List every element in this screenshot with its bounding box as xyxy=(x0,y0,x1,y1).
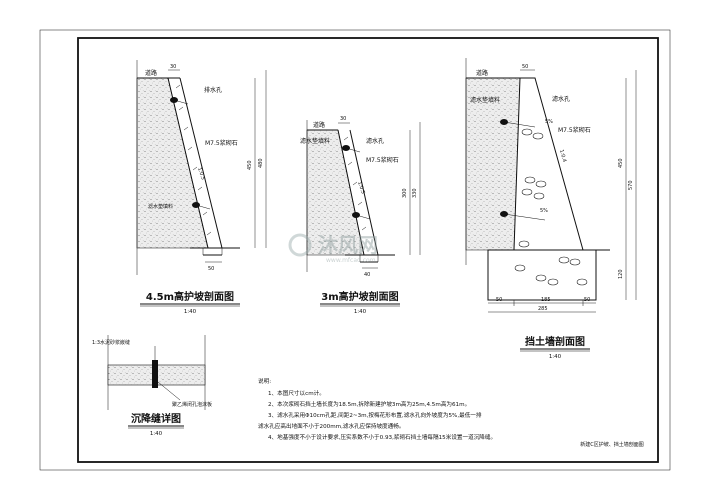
section-slope-45: 道路 30 排水孔 M7.5浆砌石 1:0.5 滤水垫填料 450 480 50… xyxy=(136,60,267,315)
joint-seal xyxy=(152,360,158,388)
label-top-width: 30 xyxy=(340,116,346,122)
label-height-outer: 330 xyxy=(412,188,418,198)
label-base-height: 120 xyxy=(618,269,624,279)
note-item: 1、本图尺寸以cm计。 xyxy=(268,389,325,397)
label-grade: 1:0.5 xyxy=(356,181,366,195)
title-slope-45: 4.5m高护坡剖面图 xyxy=(146,290,234,303)
section-slope-3: 道路 30 滤水垫填料 滤水孔 M7.5浆砌石 1:0.5 300 330 40… xyxy=(300,116,421,315)
label-masonry: M7.5浆砌石 xyxy=(205,139,238,147)
label-filter: 滤水垫填料 xyxy=(148,203,173,210)
label-board: 聚乙烯闭孔泡沫板 xyxy=(172,401,212,408)
label-height-inner: 300 xyxy=(402,188,408,198)
label-grade: 1:0.4 xyxy=(558,149,567,163)
watermark-text: 沐风网 xyxy=(318,233,378,257)
label-road: 道路 xyxy=(145,69,157,77)
label-base-width: 50 xyxy=(208,266,214,272)
label-dim-total: 285 xyxy=(538,306,548,312)
title-block-name: 新建C区护坡、挡土墙剖面图 xyxy=(580,441,644,448)
label-slope-b: 5% xyxy=(540,208,548,214)
title-slope-3: 3m高护坡剖面图 xyxy=(321,290,398,303)
wall-body xyxy=(513,77,584,251)
scale-slope-3: 1:40 xyxy=(354,309,367,315)
inner-border xyxy=(77,37,659,463)
label-drain-hole: 滤水孔 xyxy=(366,137,384,145)
section-retaining-wall: 道路 50 滤水垫填料 滤水孔 M7.5浆砌石 5% 5% 1:0.4 450 … xyxy=(465,58,637,360)
label-filter: 滤水垫填料 xyxy=(470,96,500,104)
notes-block: 说明: 1、本图尺寸以cm计。 2、本次浆砌石挡土墙长度为18.5m,拆除新建护… xyxy=(258,377,496,441)
soil-backfill xyxy=(136,77,209,249)
outer-border xyxy=(39,29,671,471)
drain-holes xyxy=(170,97,211,210)
label-slope-a: 5% xyxy=(545,119,553,125)
watermark-url: www.mfcad.com xyxy=(326,257,376,264)
notes-heading: 说明: xyxy=(258,377,271,385)
label-drain-hole: 滤水孔 xyxy=(552,95,570,103)
title-joint: 沉降缝详图 xyxy=(131,412,181,425)
scale-slope-45: 1:40 xyxy=(184,309,197,315)
masonry-stones xyxy=(514,128,588,286)
label-drain-hole: 排水孔 xyxy=(204,86,222,94)
label-masonry: M7.5浆砌石 xyxy=(558,126,591,134)
note-item: 3、滤水孔采用Φ10cm孔距,间距2~3m,按梅花形布置,滤水孔向外坡度为5%,… xyxy=(268,411,482,419)
label-height-outer: 480 xyxy=(258,158,264,168)
label-masonry: M7.5浆砌石 xyxy=(366,156,399,164)
label-filter: 滤水垫填料 xyxy=(300,137,330,145)
label-base-width: 40 xyxy=(364,272,370,278)
label-top-width: 50 xyxy=(522,64,528,70)
label-dim-left: 50 xyxy=(496,297,502,303)
label-top-width: 30 xyxy=(170,64,176,70)
label-grade: 1:0.5 xyxy=(196,167,206,181)
section-settlement-joint: 1:3水泥砂浆嵌缝 聚乙烯闭孔泡沫板 沉降缝详图 1:40 xyxy=(92,335,212,437)
note-item: 滤水孔应高出地面不小于200mm,滤水孔应保持坡度通畅。 xyxy=(258,422,404,430)
label-height-outer: 570 xyxy=(628,180,634,190)
watermark: 沐风网 www.mfcad.com xyxy=(288,233,378,264)
drain-holes xyxy=(342,145,371,220)
label-road: 道路 xyxy=(313,121,325,129)
label-dim-mid: 185 xyxy=(541,297,551,303)
title-wall: 挡土墙剖面图 xyxy=(525,335,585,348)
label-height-inner: 450 xyxy=(618,158,624,168)
scale-wall: 1:40 xyxy=(549,354,562,360)
drain-holes xyxy=(500,119,546,221)
label-road: 道路 xyxy=(476,69,488,77)
scale-joint: 1:40 xyxy=(150,431,163,437)
note-item: 2、本次浆砌石挡土墙长度为18.5m,拆除新建护坡3m高为25m,4.5m高为6… xyxy=(268,400,470,408)
label-dim-right: 50 xyxy=(584,297,590,303)
label-height-inner: 450 xyxy=(247,160,253,170)
label-seal: 1:3水泥砂浆嵌缝 xyxy=(92,339,130,346)
note-item: 4、地基强度不小于设计要求,压实系数不小于0.93,浆砌石挡土墙每隔15米设置一… xyxy=(268,433,496,441)
